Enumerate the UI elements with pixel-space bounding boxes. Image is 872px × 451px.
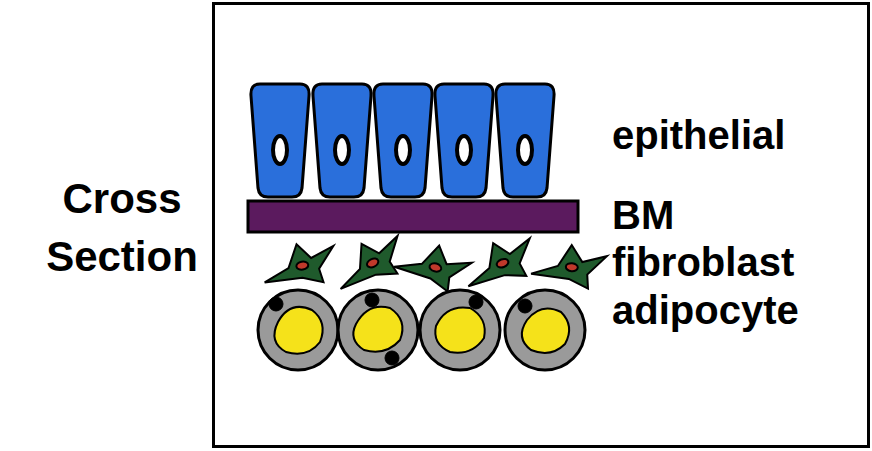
adipocyte-cell (338, 290, 418, 370)
part-label: adipocyte (612, 285, 799, 335)
adipocyte-cell (258, 290, 338, 370)
fibroblast-cell (327, 229, 412, 298)
panel-heading: Cross Section (32, 170, 212, 286)
adipocyte-cell (420, 290, 500, 370)
part-label: fibroblast (612, 237, 794, 287)
epithelial-cell (374, 84, 432, 197)
fibroblast-cell (259, 238, 339, 292)
adipocytes (258, 290, 585, 370)
part-label: epithelial (612, 110, 785, 160)
fibroblasts (259, 229, 608, 298)
epithelial-cell (435, 84, 493, 197)
part-label: BM (612, 190, 674, 240)
fibroblast-cell (392, 236, 474, 296)
epithelial-cell (251, 84, 309, 197)
frame-box: Cross Section (212, 2, 870, 448)
epithelial-cell (496, 84, 554, 197)
epithelial-cell (313, 84, 371, 197)
fibroblast-cell (530, 242, 607, 290)
basement-membrane (248, 201, 578, 232)
fibroblast-cell (457, 231, 541, 296)
epithelial-cells (251, 84, 554, 197)
adipocyte-cell (505, 290, 585, 370)
